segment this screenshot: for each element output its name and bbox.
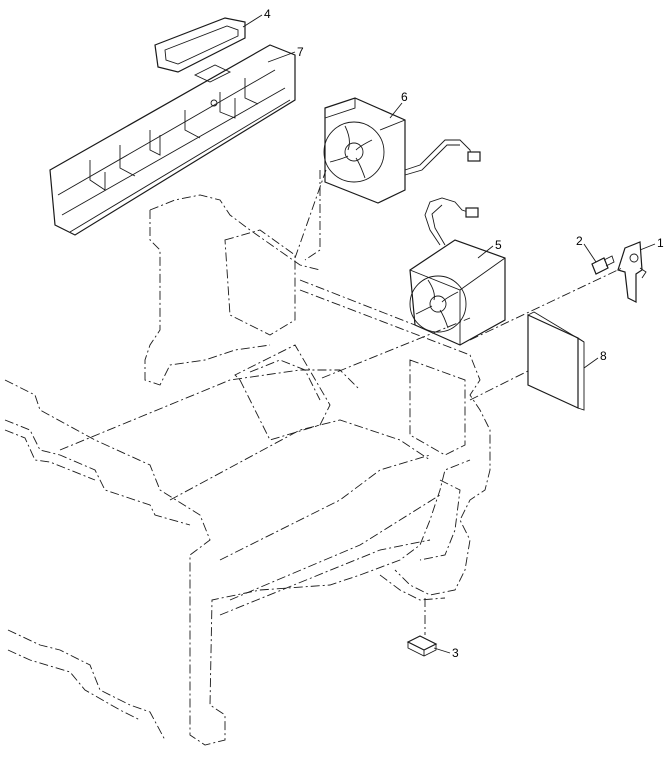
callout-2: 2: [576, 234, 583, 248]
part-4-label-plate: [154, 17, 246, 73]
callout-2-leader: [583, 243, 597, 263]
part-6-fan: [323, 97, 481, 204]
callout-1-leader: [639, 243, 656, 251]
callout-1: 1: [657, 236, 664, 250]
callout-8: 8: [600, 349, 607, 363]
callout-4: 4: [264, 7, 271, 21]
part-3-foot-pad: [406, 635, 438, 657]
part-1-bracket: [617, 241, 647, 303]
callout-6: 6: [401, 90, 408, 104]
part-7-tray-guide: [49, 44, 296, 236]
callout-6-leader: [389, 102, 403, 119]
callout-5: 5: [495, 238, 502, 252]
installation-axes: [294, 169, 623, 635]
callout-5-leader: [477, 245, 494, 259]
callout-3: 3: [452, 646, 459, 660]
callout-7-leader: [267, 51, 296, 63]
part-5-fan: [409, 197, 506, 346]
callout-8-leader: [583, 357, 599, 369]
part-2-shaft: [591, 255, 615, 275]
callout-4-leader: [242, 14, 263, 28]
callout-7: 7: [297, 45, 304, 59]
part-8-circuit-board: [527, 311, 585, 411]
callout-3-leader: [433, 647, 451, 654]
printer-chassis-outline: [4, 170, 491, 746]
callouts: 4 7 6 5 2 1 8 3: [242, 7, 664, 660]
